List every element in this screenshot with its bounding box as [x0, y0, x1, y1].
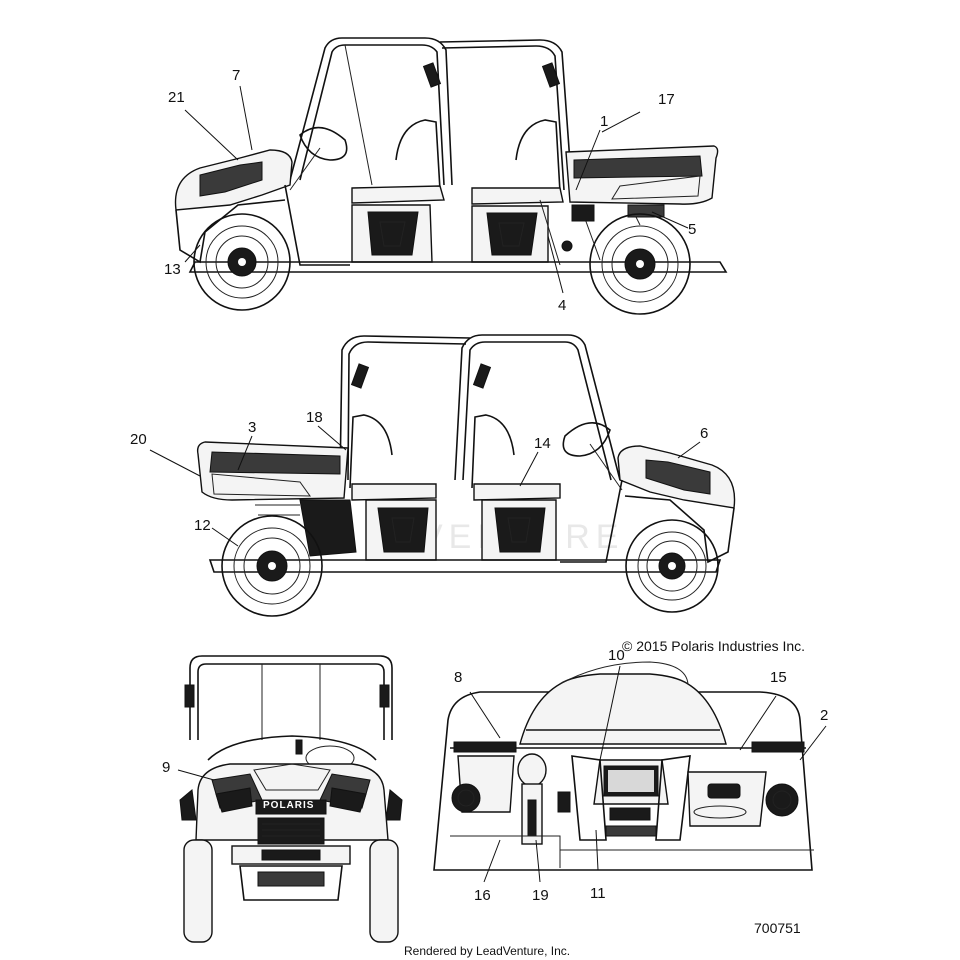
callout-19: 19	[532, 887, 549, 904]
callout-2: 2	[820, 707, 829, 724]
left-side-view	[174, 37, 728, 315]
callout-4: 4	[558, 297, 567, 314]
front-view	[177, 655, 403, 943]
callout-16: 16	[474, 887, 491, 904]
callout-8: 8	[454, 669, 463, 686]
callout-10: 10	[608, 647, 625, 664]
callout-7: 7	[232, 67, 241, 84]
diagram-number: 700751	[754, 920, 801, 936]
callout-15: 15	[770, 669, 787, 686]
callout-13: 13	[164, 261, 181, 278]
callout-21: 21	[168, 89, 185, 106]
grille-badge: POLARIS	[263, 800, 315, 811]
callout-18: 18	[306, 409, 323, 426]
callout-5: 5	[688, 221, 697, 238]
callout-6: 6	[700, 425, 709, 442]
callout-9: 9	[162, 759, 171, 776]
callout-17: 17	[658, 91, 675, 108]
right-side-view	[149, 334, 736, 617]
rendered-by-credit: Rendered by LeadVenture, Inc.	[404, 944, 571, 958]
callout-12: 12	[194, 517, 211, 534]
callout-11: 11	[590, 885, 606, 902]
callout-1: 1	[600, 113, 609, 130]
copyright-notice: © 2015 Polaris Industries Inc.	[622, 638, 806, 654]
callout-3: 3	[248, 419, 257, 436]
callout-20: 20	[130, 431, 147, 448]
callout-14: 14	[534, 435, 551, 452]
dash-view	[433, 661, 827, 883]
